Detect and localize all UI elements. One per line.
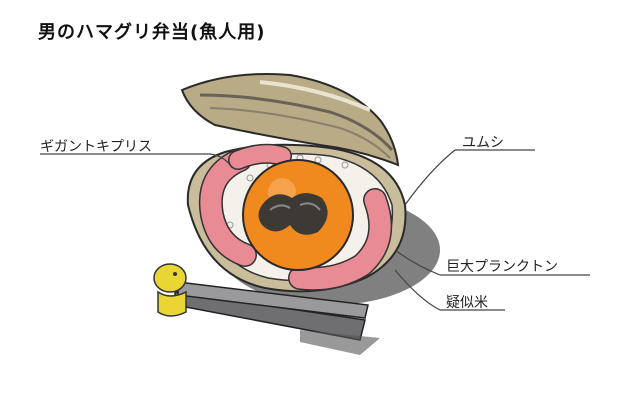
label-giant-plankton: 巨大プランクトン: [446, 259, 558, 275]
leader-yumushi: [404, 149, 535, 206]
leader-gigantic-kipris: [40, 153, 233, 169]
leader-pseudo-rice: [394, 269, 505, 311]
leader-giant-plankton: [394, 249, 590, 276]
label-pseudo-rice: 疑似米: [446, 295, 488, 311]
label-yumushi: ユムシ: [462, 135, 504, 151]
label-gigantic-kipris: ギガントキプリス: [40, 139, 152, 155]
chopstick-rest: [153, 263, 187, 317]
page-title: 男のハマグリ弁当(魚人用): [38, 22, 266, 43]
